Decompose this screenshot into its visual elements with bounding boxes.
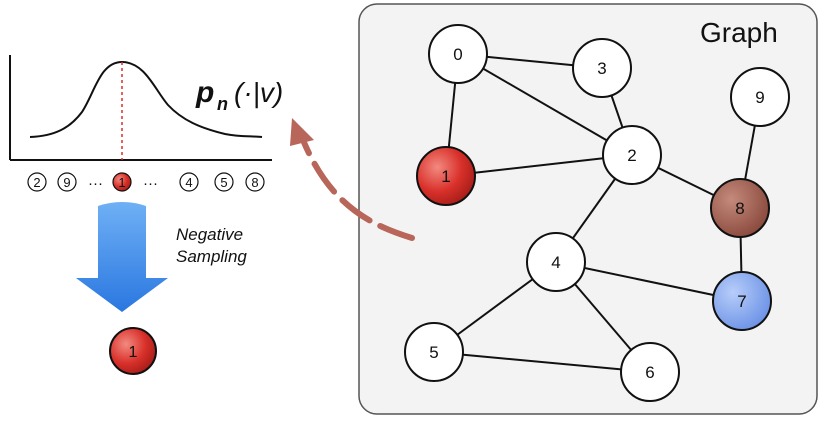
edge-5-6 bbox=[433, 351, 651, 373]
seq-node-1 bbox=[112, 172, 132, 192]
graph-node-6-label: 6 bbox=[645, 363, 654, 382]
graph-node-1 bbox=[416, 146, 476, 206]
graph-node-2-label: 2 bbox=[627, 146, 636, 165]
graph-node-3 bbox=[572, 38, 632, 98]
seq-ellipsis-left: ··· bbox=[88, 175, 103, 192]
negative-sampling-label-line2: Sampling bbox=[176, 247, 247, 266]
graph-nodes: 0 1 2 3 4 5 6 7 8 9 bbox=[404, 24, 790, 402]
sampling-flow-arrow bbox=[300, 137, 415, 241]
graph-node-9 bbox=[730, 67, 790, 127]
graph-node-7 bbox=[712, 271, 772, 331]
graph-panel bbox=[358, 3, 818, 415]
seq-node-2 bbox=[27, 172, 47, 192]
graph-node-0 bbox=[428, 24, 488, 84]
graph-node-3-label: 3 bbox=[597, 59, 606, 78]
graph-node-5-label: 5 bbox=[429, 343, 438, 362]
seq-node-9 bbox=[57, 172, 77, 192]
graph-node-7-label: 7 bbox=[737, 292, 746, 311]
seq-node-2-label: 2 bbox=[33, 175, 40, 190]
sampled-node bbox=[109, 327, 157, 375]
edge-0-2 bbox=[457, 53, 633, 156]
graph-node-4 bbox=[526, 232, 586, 292]
graph-node-4-label: 4 bbox=[551, 253, 560, 272]
sampling-flow-arrowhead-icon bbox=[290, 118, 314, 146]
seq-node-4-label: 4 bbox=[185, 175, 192, 190]
node-sequence: 2 9 ··· 1 ··· 4 5 8 bbox=[27, 172, 265, 192]
edge-1-2 bbox=[445, 154, 633, 177]
seq-node-8 bbox=[245, 172, 265, 192]
down-arrow-icon bbox=[76, 202, 168, 312]
graph-node-0-label: 0 bbox=[453, 45, 462, 64]
graph-node-8 bbox=[710, 178, 770, 238]
seq-node-4 bbox=[179, 172, 199, 192]
graph-node-6 bbox=[620, 342, 680, 402]
sampled-node-label: 1 bbox=[129, 344, 138, 361]
formula-p: p bbox=[195, 76, 214, 109]
graph-node-9-label: 9 bbox=[755, 88, 764, 107]
negative-sampling-label-line1: Negative bbox=[176, 225, 243, 244]
edge-4-7 bbox=[555, 261, 743, 302]
distribution-formula: p n (·|v) bbox=[195, 76, 283, 114]
seq-node-1-label: 1 bbox=[118, 175, 125, 190]
seq-node-5-label: 5 bbox=[220, 175, 227, 190]
graph-node-5 bbox=[404, 322, 464, 382]
distribution-plot bbox=[9, 55, 272, 161]
seq-node-5 bbox=[214, 172, 234, 192]
graph-node-1-label: 1 bbox=[441, 167, 450, 186]
formula-subscript: n bbox=[217, 94, 228, 114]
formula-args: (·|v) bbox=[234, 77, 283, 108]
graph-title: Graph bbox=[700, 17, 778, 48]
graph-node-8-label: 8 bbox=[735, 199, 744, 218]
seq-node-9-label: 9 bbox=[63, 175, 70, 190]
seq-node-8-label: 8 bbox=[251, 175, 258, 190]
graph-node-2 bbox=[602, 125, 662, 185]
distribution-curve bbox=[29, 60, 263, 138]
seq-ellipsis-right: ··· bbox=[143, 175, 158, 192]
